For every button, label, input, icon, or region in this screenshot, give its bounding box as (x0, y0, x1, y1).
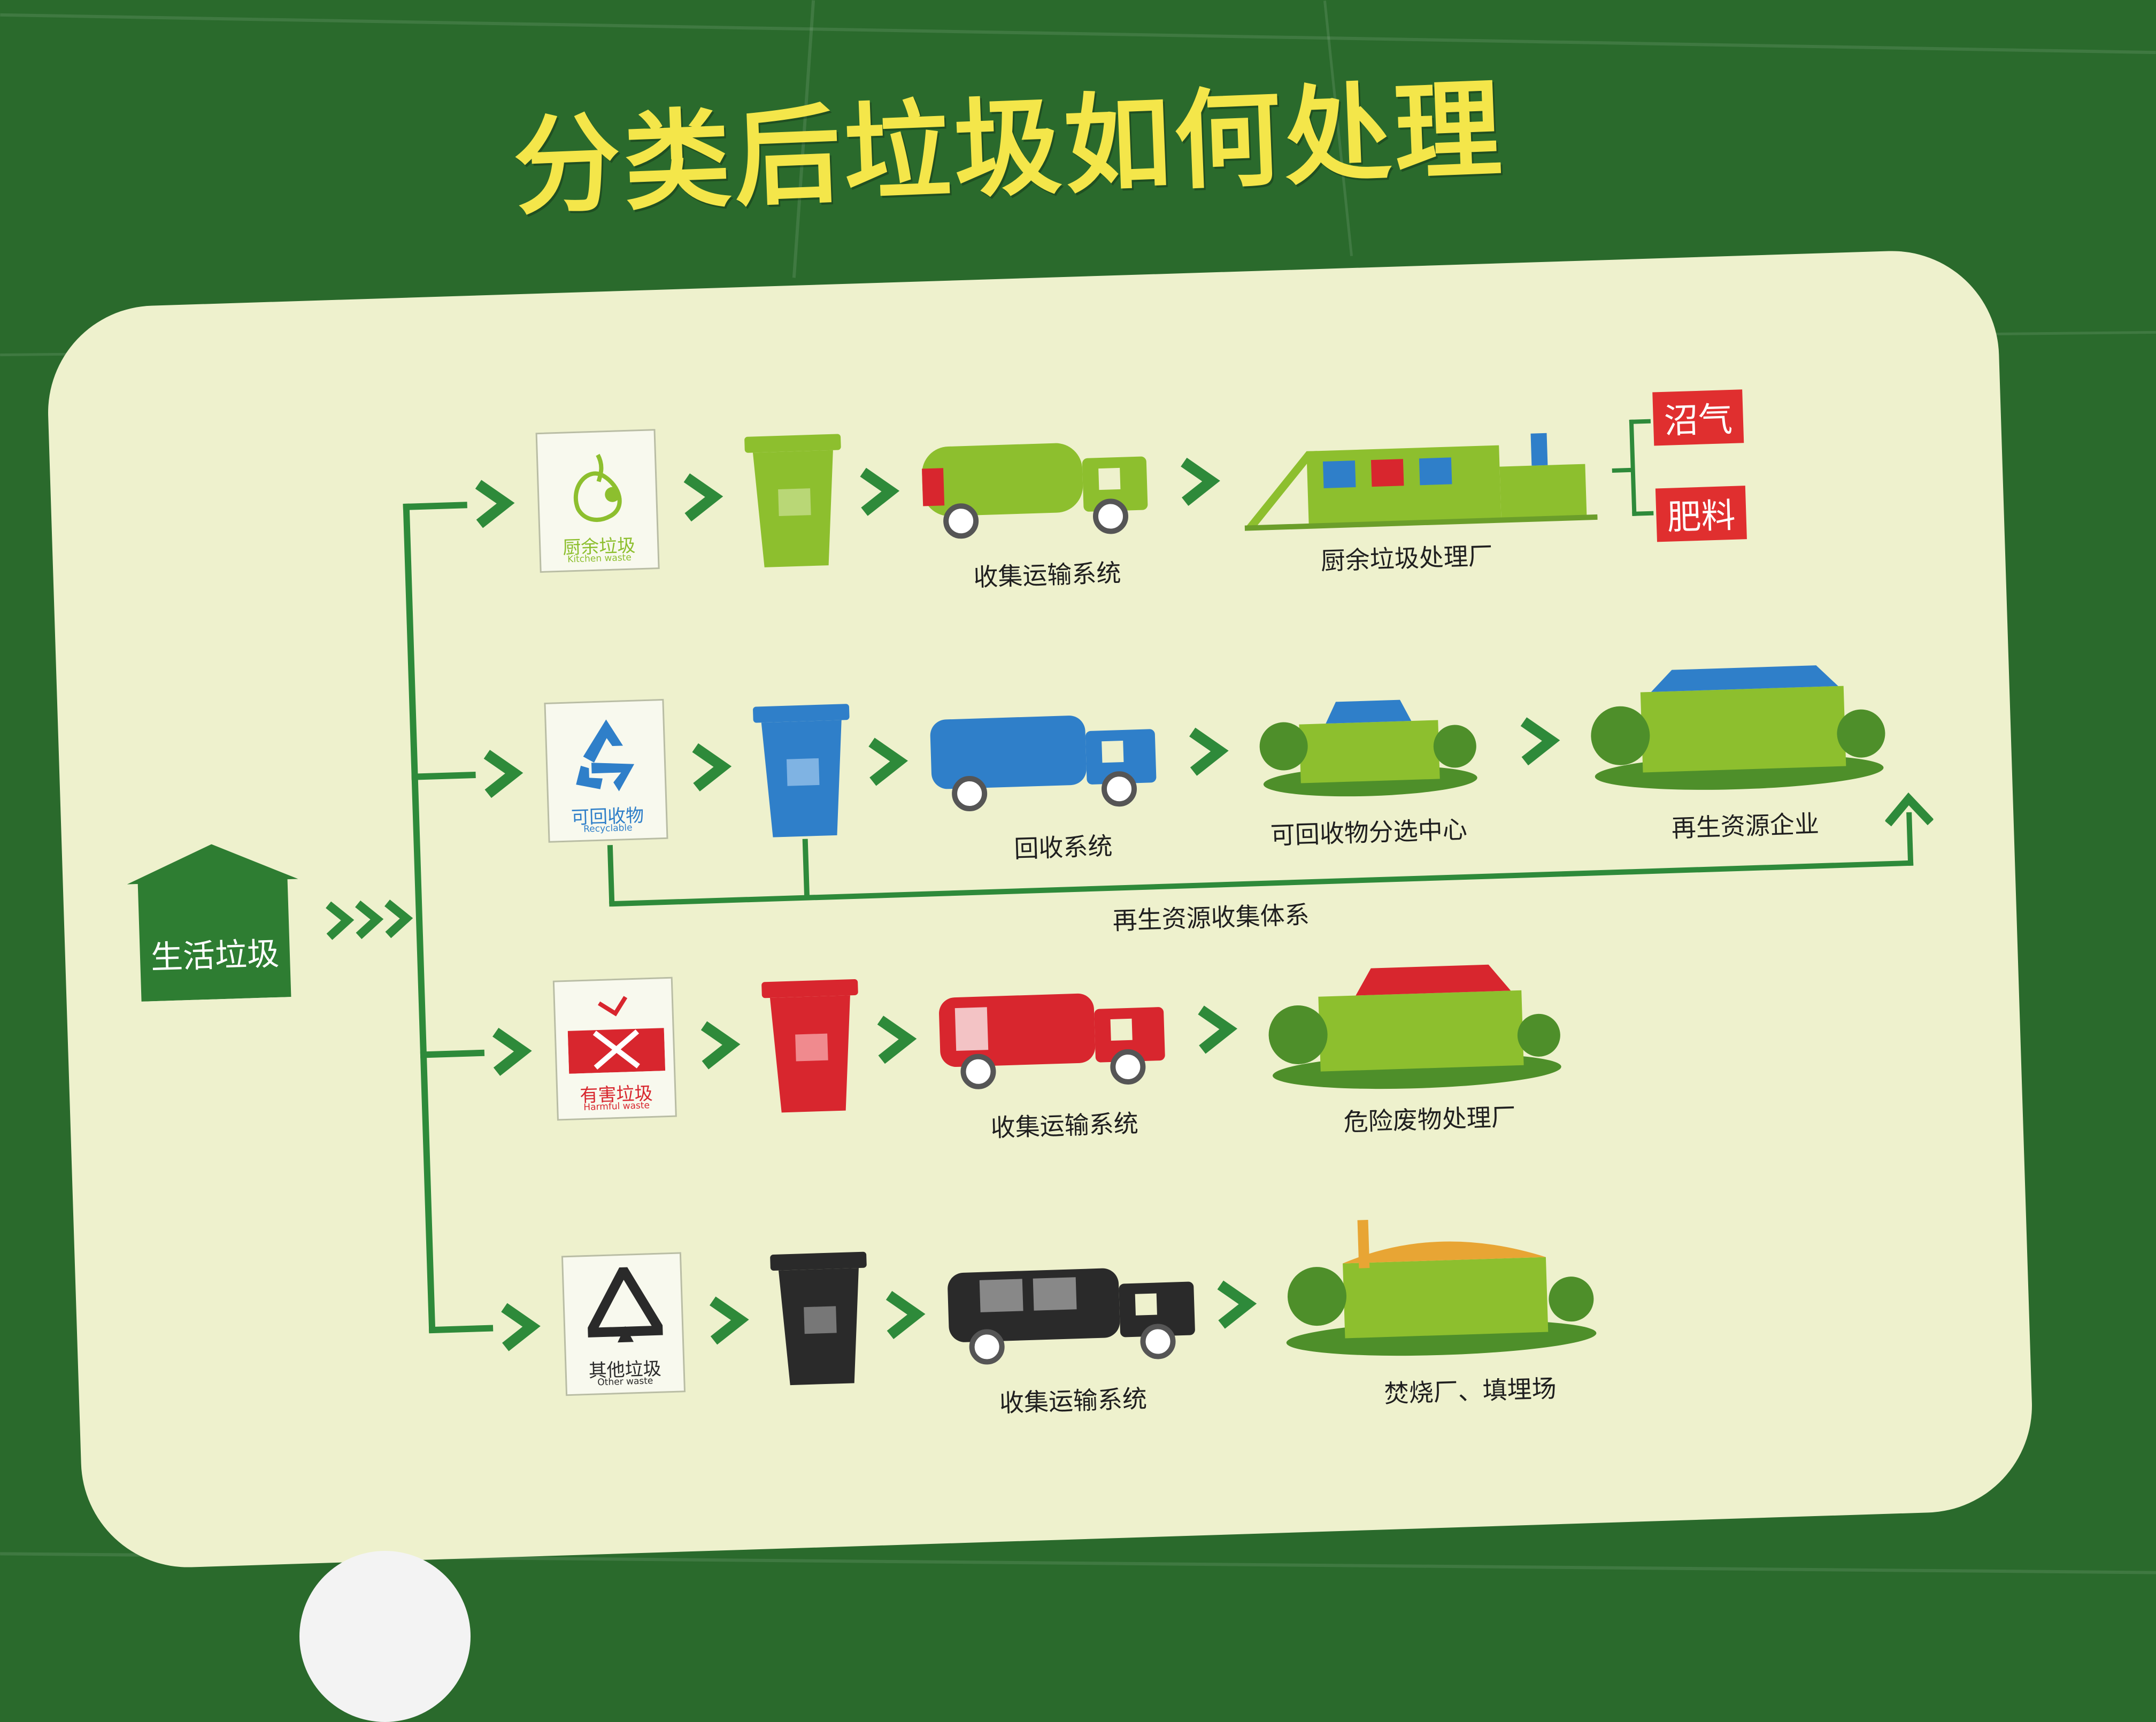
row1-arrow2-icon (683, 473, 723, 522)
card-recyclable: 可回收物 Recyclable (544, 698, 668, 843)
harmful-truck-icon (939, 993, 1165, 1089)
row1-facility-label: 厨余垃圾处理厂 (1320, 541, 1493, 576)
kitchen-truck-icon (922, 443, 1148, 539)
row2-arrow-icon (483, 750, 523, 798)
row3-arrow-icon (492, 1027, 532, 1076)
kitchen-bin-icon (744, 434, 841, 567)
product-fertilizer: 肥料 (1655, 486, 1747, 542)
harmful-waste-icon (567, 996, 666, 1074)
recycling-enterprise-icon (1591, 665, 1885, 790)
row4-arrow2-icon (710, 1296, 749, 1345)
harmful-bin-icon (761, 979, 858, 1113)
recycle-icon (576, 719, 635, 791)
row1-arrow-icon (475, 480, 515, 528)
row2-facility-label: 可回收物分选中心 (1270, 814, 1468, 850)
poster-title: 分类后垃圾如何处理 (511, 67, 1507, 230)
row4-arrow3-icon (886, 1291, 926, 1340)
hazardous-plant-icon (1268, 964, 1561, 1089)
row4-arrow4-icon (1217, 1280, 1257, 1329)
sorting-center-icon (1259, 699, 1477, 797)
other-waste-icon (586, 1266, 664, 1343)
row3-facility-label: 危险废物处理厂 (1343, 1102, 1516, 1137)
row2-transport-label: 回收系统 (1013, 831, 1113, 864)
recyclable-truck-icon (930, 716, 1157, 812)
flow-panel: 生活垃圾 厨余垃圾 Kitchen waste 收集运输系统 (44, 248, 2036, 1571)
partial-sticker (299, 1551, 471, 1722)
enterprise-up-arrow-icon (1884, 792, 1934, 827)
row2-enterprise-label: 再生资源企业 (1670, 809, 1820, 843)
incinerator-landfill-icon (1286, 1220, 1597, 1356)
row4-arrow-icon (501, 1303, 541, 1351)
collection-system-label: 再生资源收集体系 (1112, 900, 1310, 935)
other-truck-icon (948, 1268, 1195, 1365)
household-waste-label: 生活垃圾 (150, 935, 280, 977)
product-biogas: 沼气 (1652, 389, 1744, 446)
card-kitchen-waste: 厨余垃圾 Kitchen waste (535, 429, 660, 573)
row2-arrow4-icon (1189, 727, 1229, 776)
row2-arrow2-icon (692, 743, 732, 791)
row3-transport-label: 收集运输系统 (990, 1109, 1139, 1143)
card-other-waste: 其他垃圾 Other waste (561, 1252, 686, 1396)
row1-arrow3-icon (860, 467, 900, 516)
card-harmful-waste: 有害垃圾 Harmful waste (552, 977, 677, 1121)
root-arrows-icon (326, 900, 413, 940)
row4-transport-label: 收集运输系统 (999, 1384, 1148, 1418)
row1-transport-label: 收集运输系统 (973, 558, 1122, 592)
recyclable-bin-icon (753, 704, 850, 837)
row3-arrow2-icon (700, 1021, 741, 1070)
row3-arrow4-icon (1198, 1005, 1238, 1054)
kitchen-plant-icon (1244, 433, 1598, 531)
kitchen-waste-icon (573, 453, 622, 522)
row4-facility-label: 焚烧厂、填埋场 (1383, 1374, 1557, 1409)
row3-arrow3-icon (877, 1016, 917, 1064)
row1-arrow4-icon (1181, 457, 1220, 506)
other-bin-icon (770, 1251, 867, 1386)
row2-arrow5-icon (1520, 717, 1560, 766)
household-waste-box: 生活垃圾 (127, 844, 302, 1002)
row2-arrow3-icon (868, 737, 908, 786)
